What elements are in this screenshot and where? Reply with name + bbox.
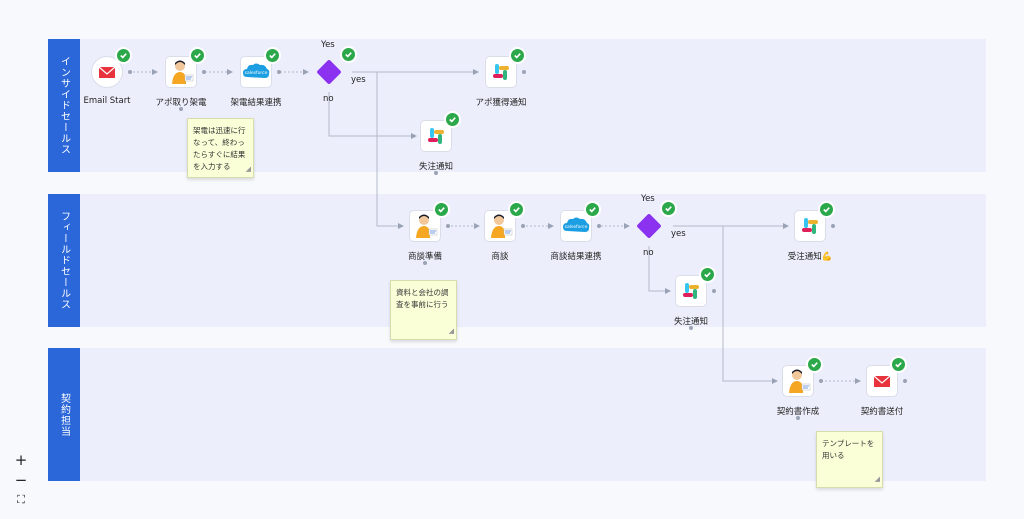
mail-icon xyxy=(98,66,116,78)
gateway-yes-label: Yes xyxy=(321,40,335,50)
node-label: 商談準備 xyxy=(407,252,442,262)
fit-view-button[interactable]: ⛶ xyxy=(17,493,25,506)
port[interactable] xyxy=(434,171,438,175)
sticky-note[interactable]: 架電は迅速に行 なって、終わっ たらすぐに結果 を入力する ◢ xyxy=(187,118,254,178)
gateway-yes-branch-label: yes xyxy=(351,75,366,85)
node-icon-box: salesforce xyxy=(560,210,592,242)
resize-grip-icon[interactable]: ◢ xyxy=(448,327,454,335)
port[interactable] xyxy=(819,379,823,383)
gateway-no-branch-label: no xyxy=(643,248,654,258)
lost-notify2-node[interactable]: 失注通知 xyxy=(674,266,716,330)
mail-icon xyxy=(873,375,891,387)
zoom-in-button[interactable]: + xyxy=(14,451,28,469)
deal-prep-node[interactable]: 商談準備 xyxy=(408,201,450,265)
resize-grip-icon[interactable]: ◢ xyxy=(874,475,880,483)
slack-icon xyxy=(428,128,444,144)
check-icon xyxy=(818,201,835,218)
sticky-note[interactable]: テンプレートを 用いる ◢ xyxy=(816,431,883,488)
lane-label: 契約担当 xyxy=(48,348,80,481)
gateway-yes-branch-label: yes xyxy=(671,229,686,239)
gateway-no-branch-label: no xyxy=(323,94,334,104)
node-icon-box xyxy=(484,210,516,242)
port[interactable] xyxy=(128,70,132,74)
call-sf-sync-node[interactable]: salesforce 架電結果連携 xyxy=(230,47,282,108)
deal-sf-sync-node[interactable]: salesforce 商談結果連携 xyxy=(550,201,602,262)
port[interactable] xyxy=(423,261,427,265)
sticky-note[interactable]: 資料と会社の調 査を事前に行う ◢ xyxy=(390,280,457,340)
salesforce-icon: salesforce xyxy=(563,217,590,232)
check-icon xyxy=(890,356,907,373)
node-label: Email Start xyxy=(83,96,131,106)
edge xyxy=(648,246,671,294)
check-icon xyxy=(584,201,601,218)
check-icon xyxy=(699,266,716,283)
node-label: 失注通知 xyxy=(673,317,708,327)
check-icon xyxy=(806,356,823,373)
gateway-icon xyxy=(316,59,342,85)
port[interactable] xyxy=(446,224,450,228)
svg-text:salesforce: salesforce xyxy=(245,70,268,76)
gateway-icon xyxy=(636,213,662,239)
svg-text:salesforce: salesforce xyxy=(565,224,588,230)
node-label: 契約書作成 xyxy=(776,407,820,417)
check-icon xyxy=(264,47,281,64)
node-label: 契約書送付 xyxy=(860,407,904,417)
check-icon xyxy=(444,111,461,128)
salesforce-icon: salesforce xyxy=(243,63,270,78)
person-at-desk-icon xyxy=(172,60,194,84)
resize-grip-icon[interactable]: ◢ xyxy=(245,165,251,173)
node-icon-box xyxy=(420,120,452,152)
person-at-desk-icon xyxy=(789,369,811,393)
person-at-desk-icon xyxy=(491,214,513,238)
contract-send-node[interactable]: 契約書送付 xyxy=(861,356,907,417)
zoom-out-button[interactable]: − xyxy=(14,471,28,489)
node-label: 架電結果連携 xyxy=(230,98,282,108)
gateway1-node[interactable]: Yes yes no xyxy=(313,40,366,104)
node-label: 商談 xyxy=(491,252,509,262)
port[interactable] xyxy=(521,224,525,228)
check-icon xyxy=(508,201,525,218)
edge xyxy=(328,92,417,139)
edge xyxy=(376,72,404,229)
email-start-node[interactable]: Email Start xyxy=(83,47,132,106)
slack-icon xyxy=(802,218,818,234)
node-label: アポ取り架電 xyxy=(155,98,207,108)
port[interactable] xyxy=(712,289,716,293)
port[interactable] xyxy=(796,416,800,420)
slack-icon xyxy=(683,283,699,299)
node-label: 商談結果連携 xyxy=(550,252,602,262)
person-at-desk-icon xyxy=(416,214,438,238)
lost-notify1-node[interactable]: 失注通知 xyxy=(419,111,461,175)
check-icon xyxy=(189,47,206,64)
lane-label: フィールドセールス xyxy=(48,194,80,327)
check-icon xyxy=(509,47,526,64)
deal-node[interactable]: 商談 xyxy=(484,201,525,262)
port[interactable] xyxy=(597,224,601,228)
node-label: アポ獲得通知 xyxy=(475,98,527,108)
won-notify-node[interactable]: 受注通知💪 xyxy=(788,201,835,262)
check-icon xyxy=(660,200,677,217)
port[interactable] xyxy=(831,224,835,228)
lane-label: インサイドセールス xyxy=(48,39,80,172)
node-label: 受注通知💪 xyxy=(787,252,833,262)
gateway-yes-label: Yes xyxy=(641,194,655,204)
slack-icon xyxy=(493,64,509,80)
check-icon xyxy=(340,46,357,63)
apo-notify-node[interactable]: アポ獲得通知 xyxy=(475,47,527,108)
gateway2-node[interactable]: Yes yes no xyxy=(633,194,686,258)
port[interactable] xyxy=(903,379,907,383)
apo-call-node[interactable]: アポ取り架電 xyxy=(155,47,207,111)
contract-create-node[interactable]: 契約書作成 xyxy=(777,356,823,420)
port[interactable] xyxy=(277,70,281,74)
port[interactable] xyxy=(202,70,206,74)
check-icon xyxy=(115,47,132,64)
check-icon xyxy=(433,201,450,218)
node-label: 失注通知 xyxy=(418,162,453,172)
port[interactable] xyxy=(689,326,693,330)
edge xyxy=(722,226,778,384)
port[interactable] xyxy=(179,107,183,111)
port[interactable] xyxy=(522,70,526,74)
